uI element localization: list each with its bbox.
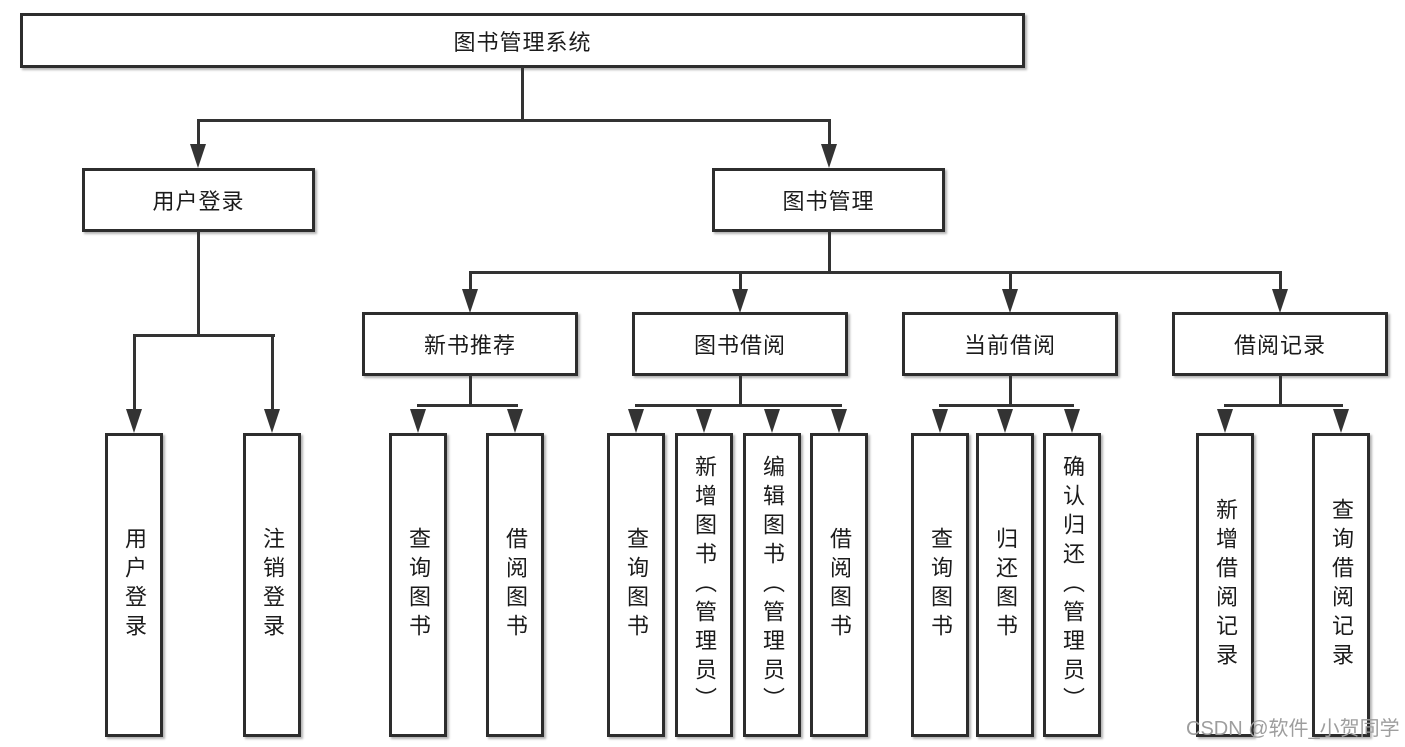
connector-line [828,231,831,274]
arrow-down-icon [410,409,426,433]
connector-line [828,119,831,147]
arrow-down-icon [932,409,948,433]
leaf-query-borrow-record: 查询借阅记录 [1312,433,1370,737]
node-borrowing-records-label: 借阅记录 [1233,333,1326,358]
arrow-down-icon [696,409,712,433]
leaf-return-books: 归还图书 [976,433,1034,737]
leaf-user-login: 用户登录 [105,433,163,737]
leaf-query-books-borrowing: 查询图书 [607,433,665,737]
node-book-borrowing: 图书借阅 [632,312,848,376]
leaf-logout-label: 注销登录 [260,527,285,643]
connector-line [1009,375,1012,407]
node-new-book-recommend-label: 新书推荐 [423,333,516,358]
node-new-book-recommend: 新书推荐 [362,312,578,376]
leaf-query-books-recommend: 查询图书 [389,433,447,737]
arrow-down-icon [126,409,142,433]
connector-line [939,404,1074,407]
connector-line [197,119,831,122]
connector-line [271,334,274,411]
leaf-return-books-label: 归还图书 [993,527,1018,643]
leaf-query-books-current-label: 查询图书 [928,527,953,643]
arrow-down-icon [507,409,523,433]
connector-line [1009,271,1012,291]
leaf-add-borrow-record: 新增借阅记录 [1196,433,1254,737]
arrow-down-icon [1002,289,1018,313]
node-current-borrowing-label: 当前借阅 [963,333,1056,358]
leaf-logout: 注销登录 [243,433,301,737]
node-library-system-label: 图书管理系统 [453,29,592,55]
leaf-edit-books-admin: 编辑图书（管理员） [743,433,801,737]
csdn-watermark: CSDN @软件_小贺同学 [1186,718,1400,740]
node-borrowing-records: 借阅记录 [1172,312,1388,376]
node-user-login-label: 用户登录 [152,189,245,214]
connector-line [469,271,472,291]
connector-line [521,67,524,121]
arrow-down-icon [628,409,644,433]
connector-line [1279,375,1282,407]
leaf-add-books-admin-label: 新增图书（管理员） [692,454,717,716]
leaf-query-books-recommend-label: 查询图书 [406,527,431,643]
connector-line [739,375,742,407]
connector-line [739,271,742,291]
arrow-down-icon [764,409,780,433]
connector-line [417,404,518,407]
leaf-query-books-current: 查询图书 [911,433,969,737]
leaf-query-borrow-record-label: 查询借阅记录 [1329,498,1354,672]
leaf-add-books-admin: 新增图书（管理员） [675,433,733,737]
leaf-confirm-return-admin: 确认归还（管理员） [1043,433,1101,737]
arrow-down-icon [732,289,748,313]
arrow-down-icon [1272,289,1288,313]
leaf-add-borrow-record-label: 新增借阅记录 [1213,498,1238,672]
arrow-down-icon [1217,409,1233,433]
leaf-edit-books-admin-label: 编辑图书（管理员） [760,454,785,716]
leaf-borrow-books-recommend-label: 借阅图书 [503,527,528,643]
connector-line [1279,271,1282,291]
arrow-down-icon [821,144,837,168]
arrow-down-icon [831,409,847,433]
leaf-borrow-books: 借阅图书 [810,433,868,737]
connector-line [197,119,200,147]
node-book-management-label: 图书管理 [782,189,875,214]
leaf-borrow-books-recommend: 借阅图书 [486,433,544,737]
connector-line [133,334,275,337]
connector-line [1224,404,1343,407]
arrow-down-icon [462,289,478,313]
connector-line [469,271,1282,274]
connector-line [197,231,200,337]
arrow-down-icon [997,409,1013,433]
node-book-borrowing-label: 图书借阅 [693,333,786,358]
node-library-system: 图书管理系统 [20,13,1025,68]
leaf-query-books-borrowing-label: 查询图书 [624,527,649,643]
leaf-borrow-books-label: 借阅图书 [827,527,852,643]
node-book-management: 图书管理 [712,168,945,232]
arrow-down-icon [190,144,206,168]
connector-line [133,334,136,411]
connector-line [469,375,472,407]
leaf-confirm-return-admin-label: 确认归还（管理员） [1060,454,1085,716]
arrow-down-icon [1333,409,1349,433]
node-current-borrowing: 当前借阅 [902,312,1118,376]
arrow-down-icon [1064,409,1080,433]
connector-line [635,404,842,407]
arrow-down-icon [264,409,280,433]
leaf-user-login-label: 用户登录 [122,527,147,643]
node-user-login: 用户登录 [82,168,315,232]
